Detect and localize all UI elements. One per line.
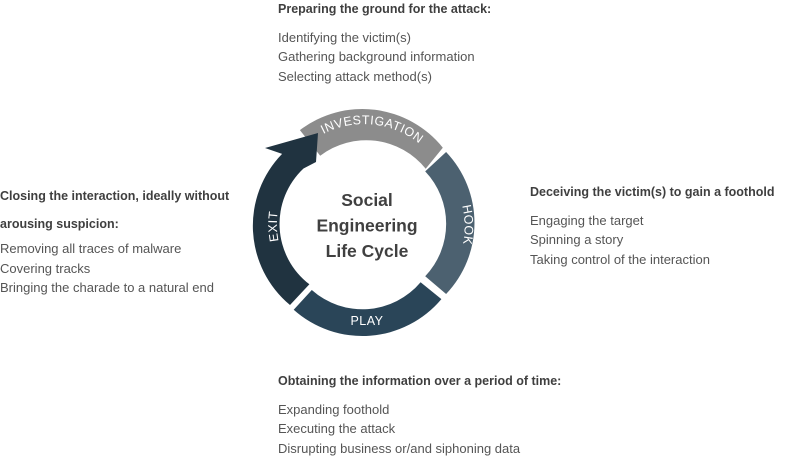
exit-label: EXIT <box>266 210 282 242</box>
play-item: Executing the attack <box>278 421 396 436</box>
investigation-segment <box>299 109 443 169</box>
exit-item: Removing all traces of malware <box>0 241 182 256</box>
play-heading: Obtaining the information over a period … <box>278 374 562 388</box>
center-title-line-2: Engineering <box>316 216 417 236</box>
investigation-item: Identifying the victim(s) <box>278 29 411 45</box>
investigation-description: Preparing the ground for the attack: Ide… <box>278 0 491 86</box>
exit-heading-line: arousing suspicion: <box>0 217 119 231</box>
hook-description: Deceiving the victim(s) to gain a footho… <box>530 183 774 269</box>
hook-item: Spinning a story <box>530 232 624 247</box>
exit-item: Bringing the charade to a natural end <box>0 280 214 295</box>
hook-item: Taking control of the interaction <box>530 251 710 267</box>
investigation-item: Gathering background information <box>278 49 475 64</box>
play-label: PLAY <box>350 314 383 328</box>
exit-description: Closing the interaction, ideally without… <box>0 183 250 298</box>
hook-segment <box>425 152 475 294</box>
hook-heading: Deceiving the victim(s) to gain a footho… <box>530 185 775 199</box>
investigation-heading: Preparing the ground for the attack: <box>278 2 492 16</box>
exit-item: Covering tracks <box>0 260 91 276</box>
exit-arrow-segment <box>252 133 318 305</box>
play-segment <box>293 282 442 336</box>
hook-item: Engaging the target <box>530 212 644 228</box>
investigation-item: Selecting attack method(s) <box>278 68 432 84</box>
play-description: Obtaining the information over a period … <box>278 372 561 458</box>
play-item: Expanding foothold <box>278 401 390 417</box>
play-item: Disrupting business or/and siphoning dat… <box>278 440 521 456</box>
center-title-line-1: Social <box>341 190 393 210</box>
center-title-line-3: Life Cycle <box>326 241 409 261</box>
exit-heading-line: Closing the interaction, ideally without <box>0 189 230 203</box>
